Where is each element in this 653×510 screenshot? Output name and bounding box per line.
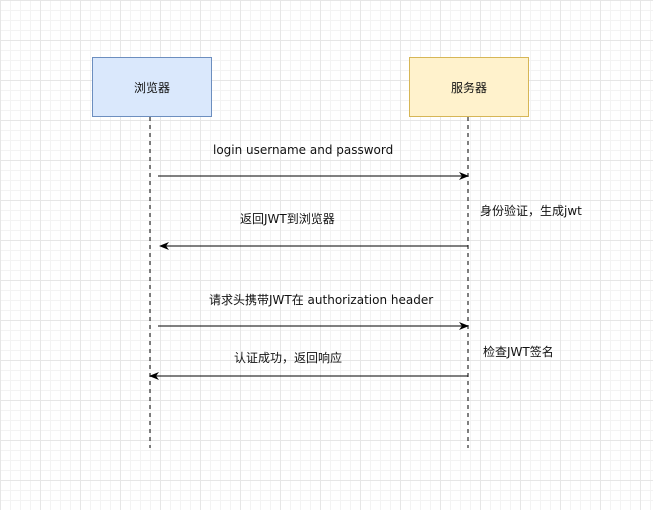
actor-browser: 浏览器 <box>92 57 212 117</box>
actor-server-label: 服务器 <box>450 80 487 95</box>
message-label-return-jwt: 返回JWT到浏览器 <box>240 212 335 226</box>
note-authenticate-generate-jwt: 身份验证，生成jwt <box>480 204 582 218</box>
note-verify-jwt-signature: 检查JWT签名 <box>483 345 554 359</box>
message-label-response: 认证成功，返回响应 <box>234 351 343 365</box>
actor-server: 服务器 <box>409 57 529 117</box>
actor-browser-label: 浏览器 <box>133 80 170 95</box>
message-label-login: login username and password <box>213 143 394 157</box>
message-label-request-with-jwt: 请求头携带JWT在 authorization header <box>209 293 434 307</box>
